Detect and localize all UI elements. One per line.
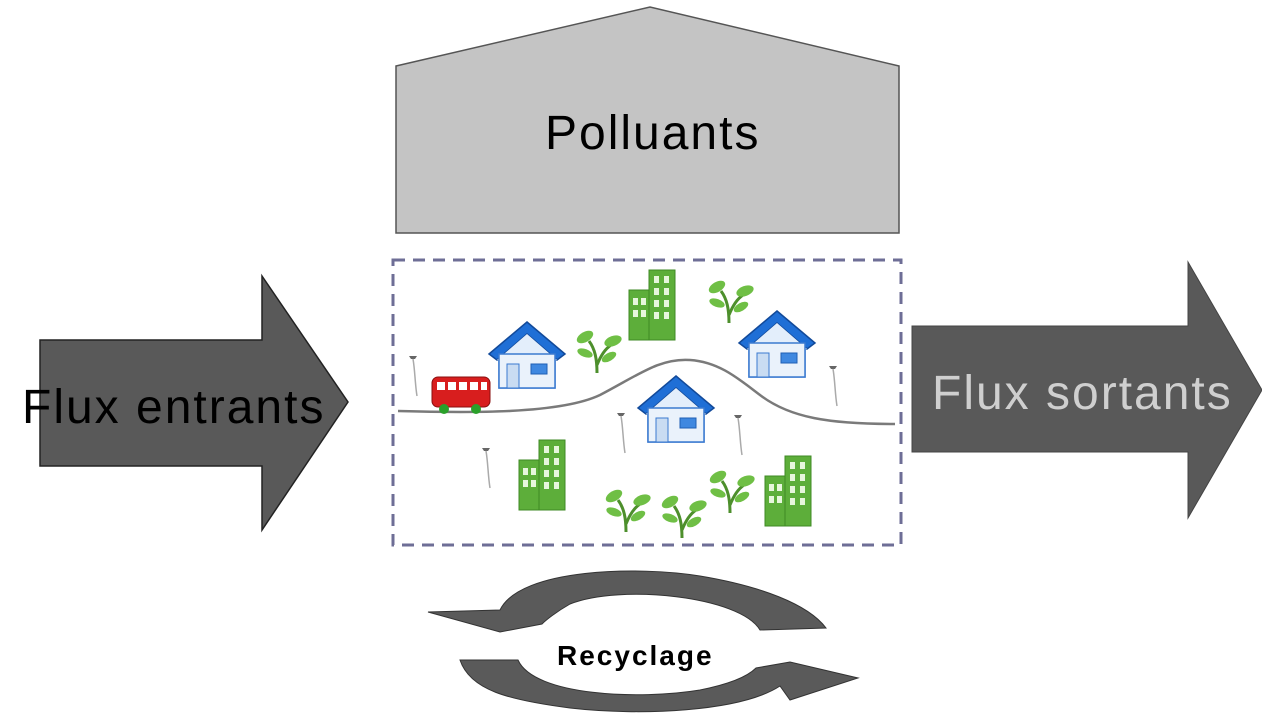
- recycling-label: Recyclage: [557, 640, 714, 671]
- pollutants-label: Polluants: [545, 107, 761, 160]
- road: [397, 358, 896, 426]
- pollutants-box: [395, 6, 900, 234]
- city-scene: [397, 269, 896, 540]
- flux-in-arrow: [39, 273, 349, 533]
- flux-in-label: Flux entrants: [22, 381, 326, 434]
- flux-out-label: Flux sortants: [932, 367, 1233, 420]
- flux-out-arrow: [911, 260, 1262, 520]
- recycle-arrows-icon: [427, 570, 860, 713]
- bus-icon: [431, 376, 491, 414]
